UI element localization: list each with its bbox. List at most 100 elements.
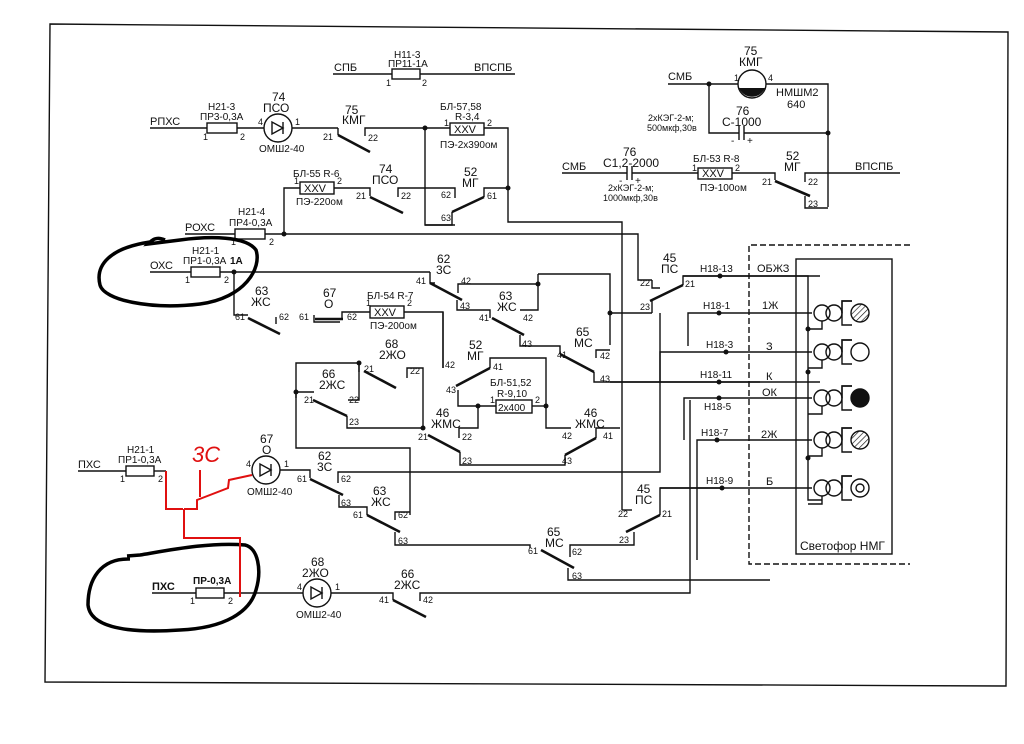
pin: 2 (407, 298, 412, 308)
contact-name: МС (545, 536, 564, 550)
pin: 41 (493, 362, 503, 372)
relay-name: О (262, 443, 271, 457)
resistor-body: XXV (374, 307, 397, 319)
pin: 4 (246, 459, 251, 469)
capacitor-num: 76 (623, 145, 637, 159)
pin: 61 (235, 312, 245, 322)
wire-label: К (766, 371, 773, 383)
pin: 4 (297, 582, 302, 592)
lamp-type: ОМШ2-40 (296, 610, 342, 621)
resistor-bl57 (449, 122, 485, 136)
pin: 1 (734, 73, 739, 83)
capacitor-name: С-1000 (722, 115, 762, 129)
contact-name: ПС (635, 493, 653, 507)
signal-lamp-white (808, 475, 870, 505)
contact-name: МГ (467, 349, 484, 363)
pin: 1 (203, 132, 208, 142)
pin: 61 (487, 191, 497, 201)
fuse-id: Н11-3 (394, 50, 421, 61)
pin: 4 (258, 117, 263, 127)
pin: 2 (240, 132, 245, 142)
signal-box: Светофор НМГ (748, 244, 910, 565)
label-phs: ПХС (78, 459, 101, 471)
lamp-type: ОМШ2-40 (259, 144, 305, 155)
spb-line: СПБ ВПСПБ Н11-3 ПР11-1А 1 2 (333, 50, 515, 88)
pin: 1 (185, 275, 190, 285)
contact-num: 46 (584, 406, 598, 420)
capacitor-num: 76 (736, 104, 750, 118)
resistor-body: XXV (304, 183, 327, 195)
pin: 42 (523, 313, 533, 323)
diode-icon (259, 462, 273, 478)
label-rphs: РПХС (150, 116, 180, 128)
terminal-label: Н18-7 (701, 428, 729, 439)
contact-zhs63b (247, 316, 281, 336)
contact-num: 63 (255, 284, 269, 298)
contact-ms65a (559, 352, 595, 374)
contact-name: ЖС (497, 300, 517, 314)
contact-num: 62 (437, 252, 451, 266)
wire-label: Б (766, 476, 773, 488)
resistor-type: ПЭ-2х390ом (440, 140, 498, 151)
contact-num: 62 (318, 449, 332, 463)
pin: 21 (662, 509, 672, 519)
pin: 22 (401, 191, 411, 201)
contact-name: ЖС (251, 295, 271, 309)
lamp-type: ОМШ2-40 (247, 487, 293, 498)
lamp-o (251, 455, 281, 485)
lamps-group (808, 300, 870, 505)
pin: 2 (158, 474, 163, 484)
pin: 21 (356, 191, 366, 201)
polarity: + (747, 136, 753, 147)
contact-name: 2ЖС (394, 578, 421, 592)
transformer-coil-icon (825, 389, 843, 407)
phs-line-1: ПХС Н21-1 ПР1-0,3А 1 2 67 О ОМШ2-40 4 1 … (78, 313, 770, 581)
contact-num: 45 (663, 251, 677, 265)
smb-capacitor-line: СМБ ВПСПБ 76 С1,2-2000 2хКЭГ-2-м; 1000мк… (562, 145, 900, 209)
contact-zs62b (309, 477, 344, 497)
fuse-rating: ПР1-0,3А (183, 256, 227, 267)
resistor-type: ПЭ-220ом (296, 197, 343, 208)
contact-name: МГ (784, 160, 801, 174)
contact-name: ПСО (372, 173, 398, 187)
label-spb: СПБ (334, 62, 357, 74)
contact-num: 52 (786, 149, 800, 163)
pin: 41 (416, 276, 426, 286)
pin: 2 (337, 176, 342, 186)
contact-num: 65 (576, 325, 590, 339)
pin: 23 (462, 456, 472, 466)
transformer-coil-icon (825, 343, 843, 361)
label-vpspb: ВПСПБ (855, 161, 893, 173)
label-phs: ПХС (152, 581, 175, 593)
middle-contact-group: 68 2ЖО 21 22 66 2ЖС 21 22 23 46 ЖМС 21 2… (293, 312, 620, 515)
capacitor-spec: 1000мкф,30в (603, 193, 658, 203)
contact-num: 66 (401, 567, 415, 581)
black-circle-annotation (86, 542, 261, 633)
resistor-r: R-3,4 (455, 112, 480, 123)
pin: 43 (446, 385, 456, 395)
fuse-id: Н21-1 (127, 445, 155, 456)
lens-icon (850, 478, 870, 498)
contact-zs62a (429, 281, 463, 302)
pin: 63 (341, 498, 351, 508)
pin: 43 (460, 301, 470, 311)
terminal-label: Н18-13 (700, 264, 733, 275)
pin: 22 (808, 177, 818, 187)
relay-name: КМГ (739, 55, 763, 69)
contact-zhs66a (312, 398, 348, 418)
transformer-coil-icon (825, 304, 843, 322)
contact-zhs63c (366, 513, 401, 534)
label-smb: СМБ (668, 71, 692, 83)
contact-pso74 (369, 195, 404, 215)
pin: 22 (640, 278, 650, 288)
fuse-rating: ПР1-0,3А (118, 455, 162, 466)
contact-name: 3С (317, 460, 333, 474)
pin: 41 (557, 350, 567, 360)
contact-num: 66 (322, 367, 336, 381)
contact-name: ПС (661, 262, 679, 276)
resistor-id: БЛ-55 R-6 (293, 169, 340, 180)
pin: 62 (398, 510, 408, 520)
pin: 2 (224, 275, 229, 285)
pin: 22 (410, 366, 420, 376)
